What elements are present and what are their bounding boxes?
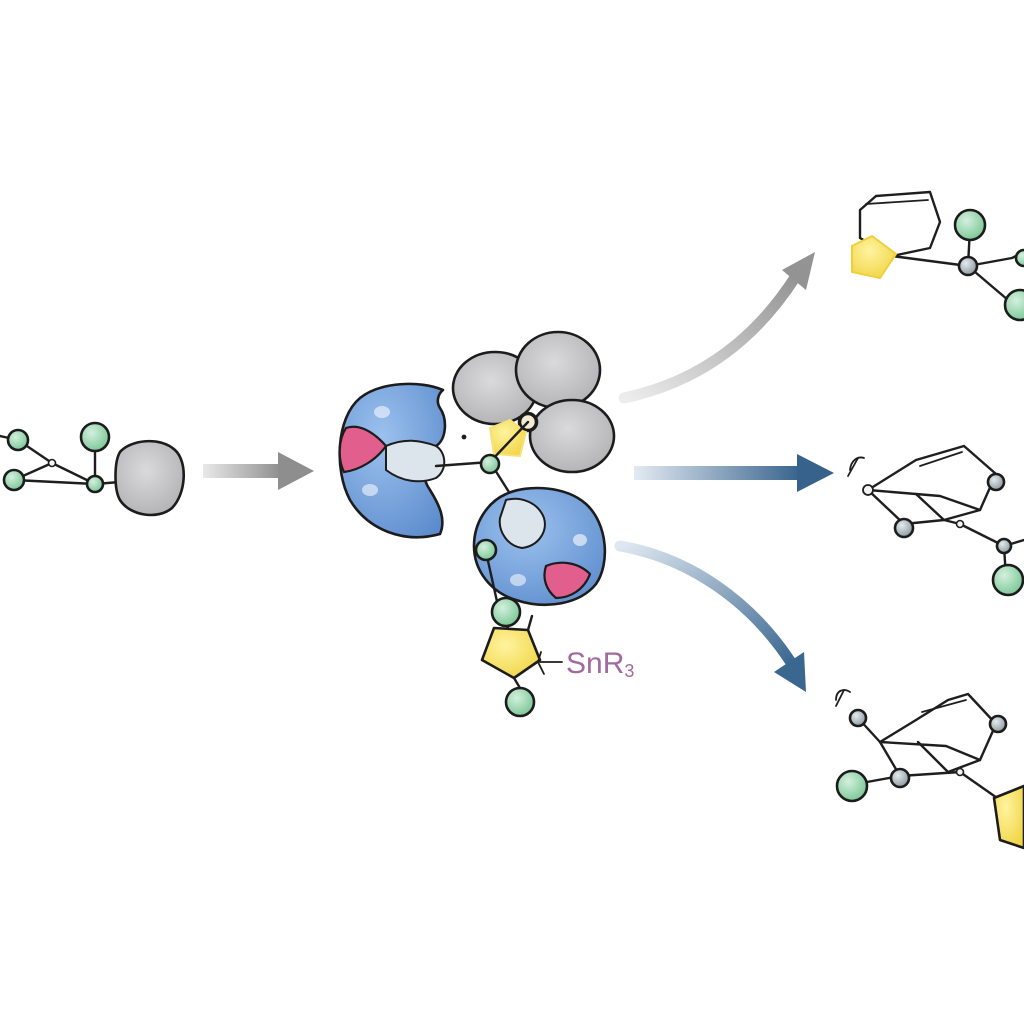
atom-green [991, 563, 1024, 597]
atom-grey [988, 714, 1008, 734]
catalyst-lobe-lower [472, 486, 607, 607]
atom-grey [889, 767, 911, 789]
atom-grey [893, 517, 915, 539]
atom-grey [848, 708, 868, 728]
atom-junction [862, 484, 874, 496]
catalyst-complex: SnR3 [338, 330, 634, 718]
atom-green [1014, 248, 1024, 268]
curved-arrow-icon [618, 252, 815, 404]
atom-green [835, 769, 869, 803]
thiophene-ring [480, 626, 542, 680]
stannyl-label: SnR3 [566, 647, 634, 681]
atom-green [2, 468, 26, 492]
catalyst-lobe-upper [338, 382, 447, 539]
atom-green [1003, 288, 1024, 322]
atom-green [85, 474, 105, 494]
starting-material [0, 421, 186, 517]
product-top [851, 190, 1024, 322]
atom-green [474, 538, 498, 562]
thiophene-ring [488, 418, 528, 458]
atom-grey [957, 255, 979, 277]
atom-grey [986, 472, 1006, 492]
dot-marker [461, 434, 467, 440]
product-middle [847, 444, 1024, 597]
ligand-petals [451, 330, 616, 474]
leaving-group-blob [114, 439, 186, 517]
atom-green [6, 428, 30, 452]
atom-junction [955, 519, 965, 529]
curved-arrow-icon [614, 540, 806, 692]
atom-green [504, 686, 536, 718]
atom-junction [955, 767, 965, 777]
product-bottom [835, 689, 1024, 850]
atom-green [490, 596, 522, 628]
atom-green [79, 421, 111, 453]
atom-green [953, 208, 987, 242]
arrow-right-icon [203, 452, 314, 490]
atom-junction [47, 458, 57, 468]
arrow-right-icon [634, 454, 834, 492]
atom-green [479, 453, 501, 475]
atom-grey [995, 537, 1013, 555]
thiophene-ring [992, 784, 1024, 850]
